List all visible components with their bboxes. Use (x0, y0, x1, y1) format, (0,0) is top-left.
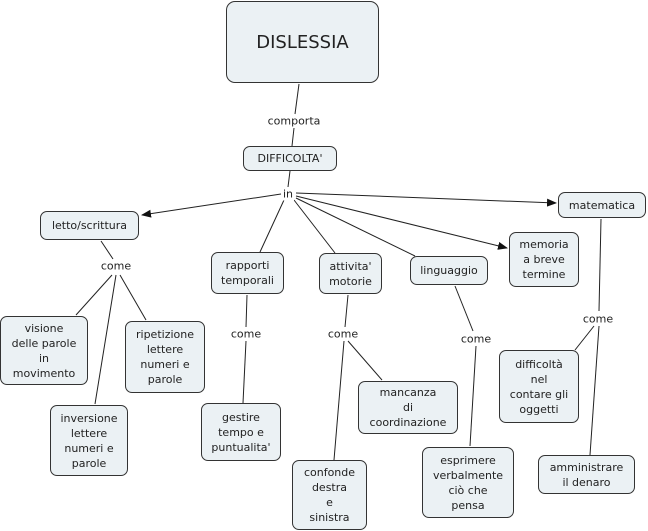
link-matematica-come (598, 218, 602, 312)
node-inversione-label: inversione lettere numeri e parole (60, 411, 118, 470)
node-denaro[interactable]: amministrare il denaro (538, 455, 635, 494)
arrow-in-memoria (295, 195, 508, 250)
link-difficolta-in (287, 170, 291, 188)
node-esprimere[interactable]: esprimere verbalmente ciò che pensa (422, 447, 514, 518)
node-esprimere-label: esprimere verbalmente ciò che pensa (432, 453, 504, 512)
link-come-esprimere (469, 345, 477, 447)
link-label-come-attivita: come (326, 327, 360, 341)
node-confonde-label: confonde destra e sinistra (303, 466, 356, 524)
link-label-come-linguaggio: come (459, 332, 493, 346)
node-visione[interactable]: visione delle parole in movimento (0, 316, 88, 385)
node-rapporti-label: rapporti temporali (221, 259, 274, 287)
arrow-in-letto (141, 193, 282, 218)
link-in-attivita (293, 199, 336, 254)
node-rapporti-temporali[interactable]: rapporti temporali (211, 252, 284, 294)
link-come-contare (574, 325, 595, 351)
link-in-linguaggio (295, 197, 416, 257)
node-letto-scrittura[interactable]: letto/scrittura (40, 211, 139, 240)
node-mancanza-label: mancanza di coordinazione (369, 386, 447, 429)
node-gestire[interactable]: gestire tempo e puntualita' (201, 403, 281, 461)
node-ripetizione[interactable]: ripetizione lettere numeri e parole (125, 321, 205, 393)
link-come-confonde (333, 340, 345, 461)
link-come-denaro (589, 325, 600, 456)
link-come-mancanza (347, 340, 383, 381)
node-confonde[interactable]: confonde destra e sinistra (292, 460, 367, 530)
link-label-come-letto: come (99, 259, 133, 273)
link-letto-come (100, 240, 114, 260)
node-linguaggio-label: linguaggio (420, 264, 478, 277)
link-in-rapporti (259, 199, 285, 253)
link-come-visione (75, 274, 113, 316)
link-attivita-come (344, 294, 349, 328)
node-memoria-label: memoria a breve termine (519, 238, 569, 281)
link-come-inversione (94, 274, 117, 405)
node-dislessia-label: DISLESSIA (256, 31, 349, 53)
node-visione-label: visione delle parole in movimento (11, 321, 77, 380)
node-gestire-label: gestire tempo e puntualita' (211, 410, 271, 454)
node-inversione[interactable]: inversione lettere numeri e parole (50, 405, 128, 476)
node-dislessia[interactable]: DISLESSIA (226, 1, 379, 83)
link-label-come-matematica: come (581, 312, 615, 326)
link-come-gestire (242, 340, 247, 404)
link-linguaggio-come (454, 285, 474, 332)
node-matematica-label: matematica (568, 198, 636, 212)
node-mancanza[interactable]: mancanza di coordinazione (358, 381, 458, 434)
node-attivita-motorie[interactable]: attivita' motorie (319, 253, 382, 294)
link-label-in: in (281, 187, 295, 201)
node-matematica[interactable]: matematica (558, 192, 646, 218)
node-ripetizione-label: ripetizione lettere numeri e parole (136, 328, 194, 386)
node-contare-label: difficoltà nel contare gli oggetti (509, 357, 569, 416)
link-root-comporta (294, 83, 300, 115)
link-rapporti-come (245, 294, 248, 328)
link-come-ripetizione (119, 274, 147, 321)
link-comporta-difficolta (291, 127, 295, 147)
node-denaro-label: amministrare il denaro (549, 460, 624, 489)
link-label-come-rapporti: come (229, 327, 263, 341)
node-memoria[interactable]: memoria a breve termine (509, 232, 579, 287)
link-label-comporta: comporta (266, 114, 322, 128)
node-contare[interactable]: difficoltà nel contare gli oggetti (499, 350, 579, 423)
node-letto-label: letto/scrittura (51, 219, 128, 232)
node-difficolta[interactable]: DIFFICOLTA' (243, 146, 337, 171)
node-difficolta-label: DIFFICOLTA' (257, 152, 323, 165)
arrow-in-matematica (295, 192, 557, 207)
node-attivita-label: attivita' motorie (329, 259, 372, 288)
node-linguaggio[interactable]: linguaggio (410, 256, 488, 285)
